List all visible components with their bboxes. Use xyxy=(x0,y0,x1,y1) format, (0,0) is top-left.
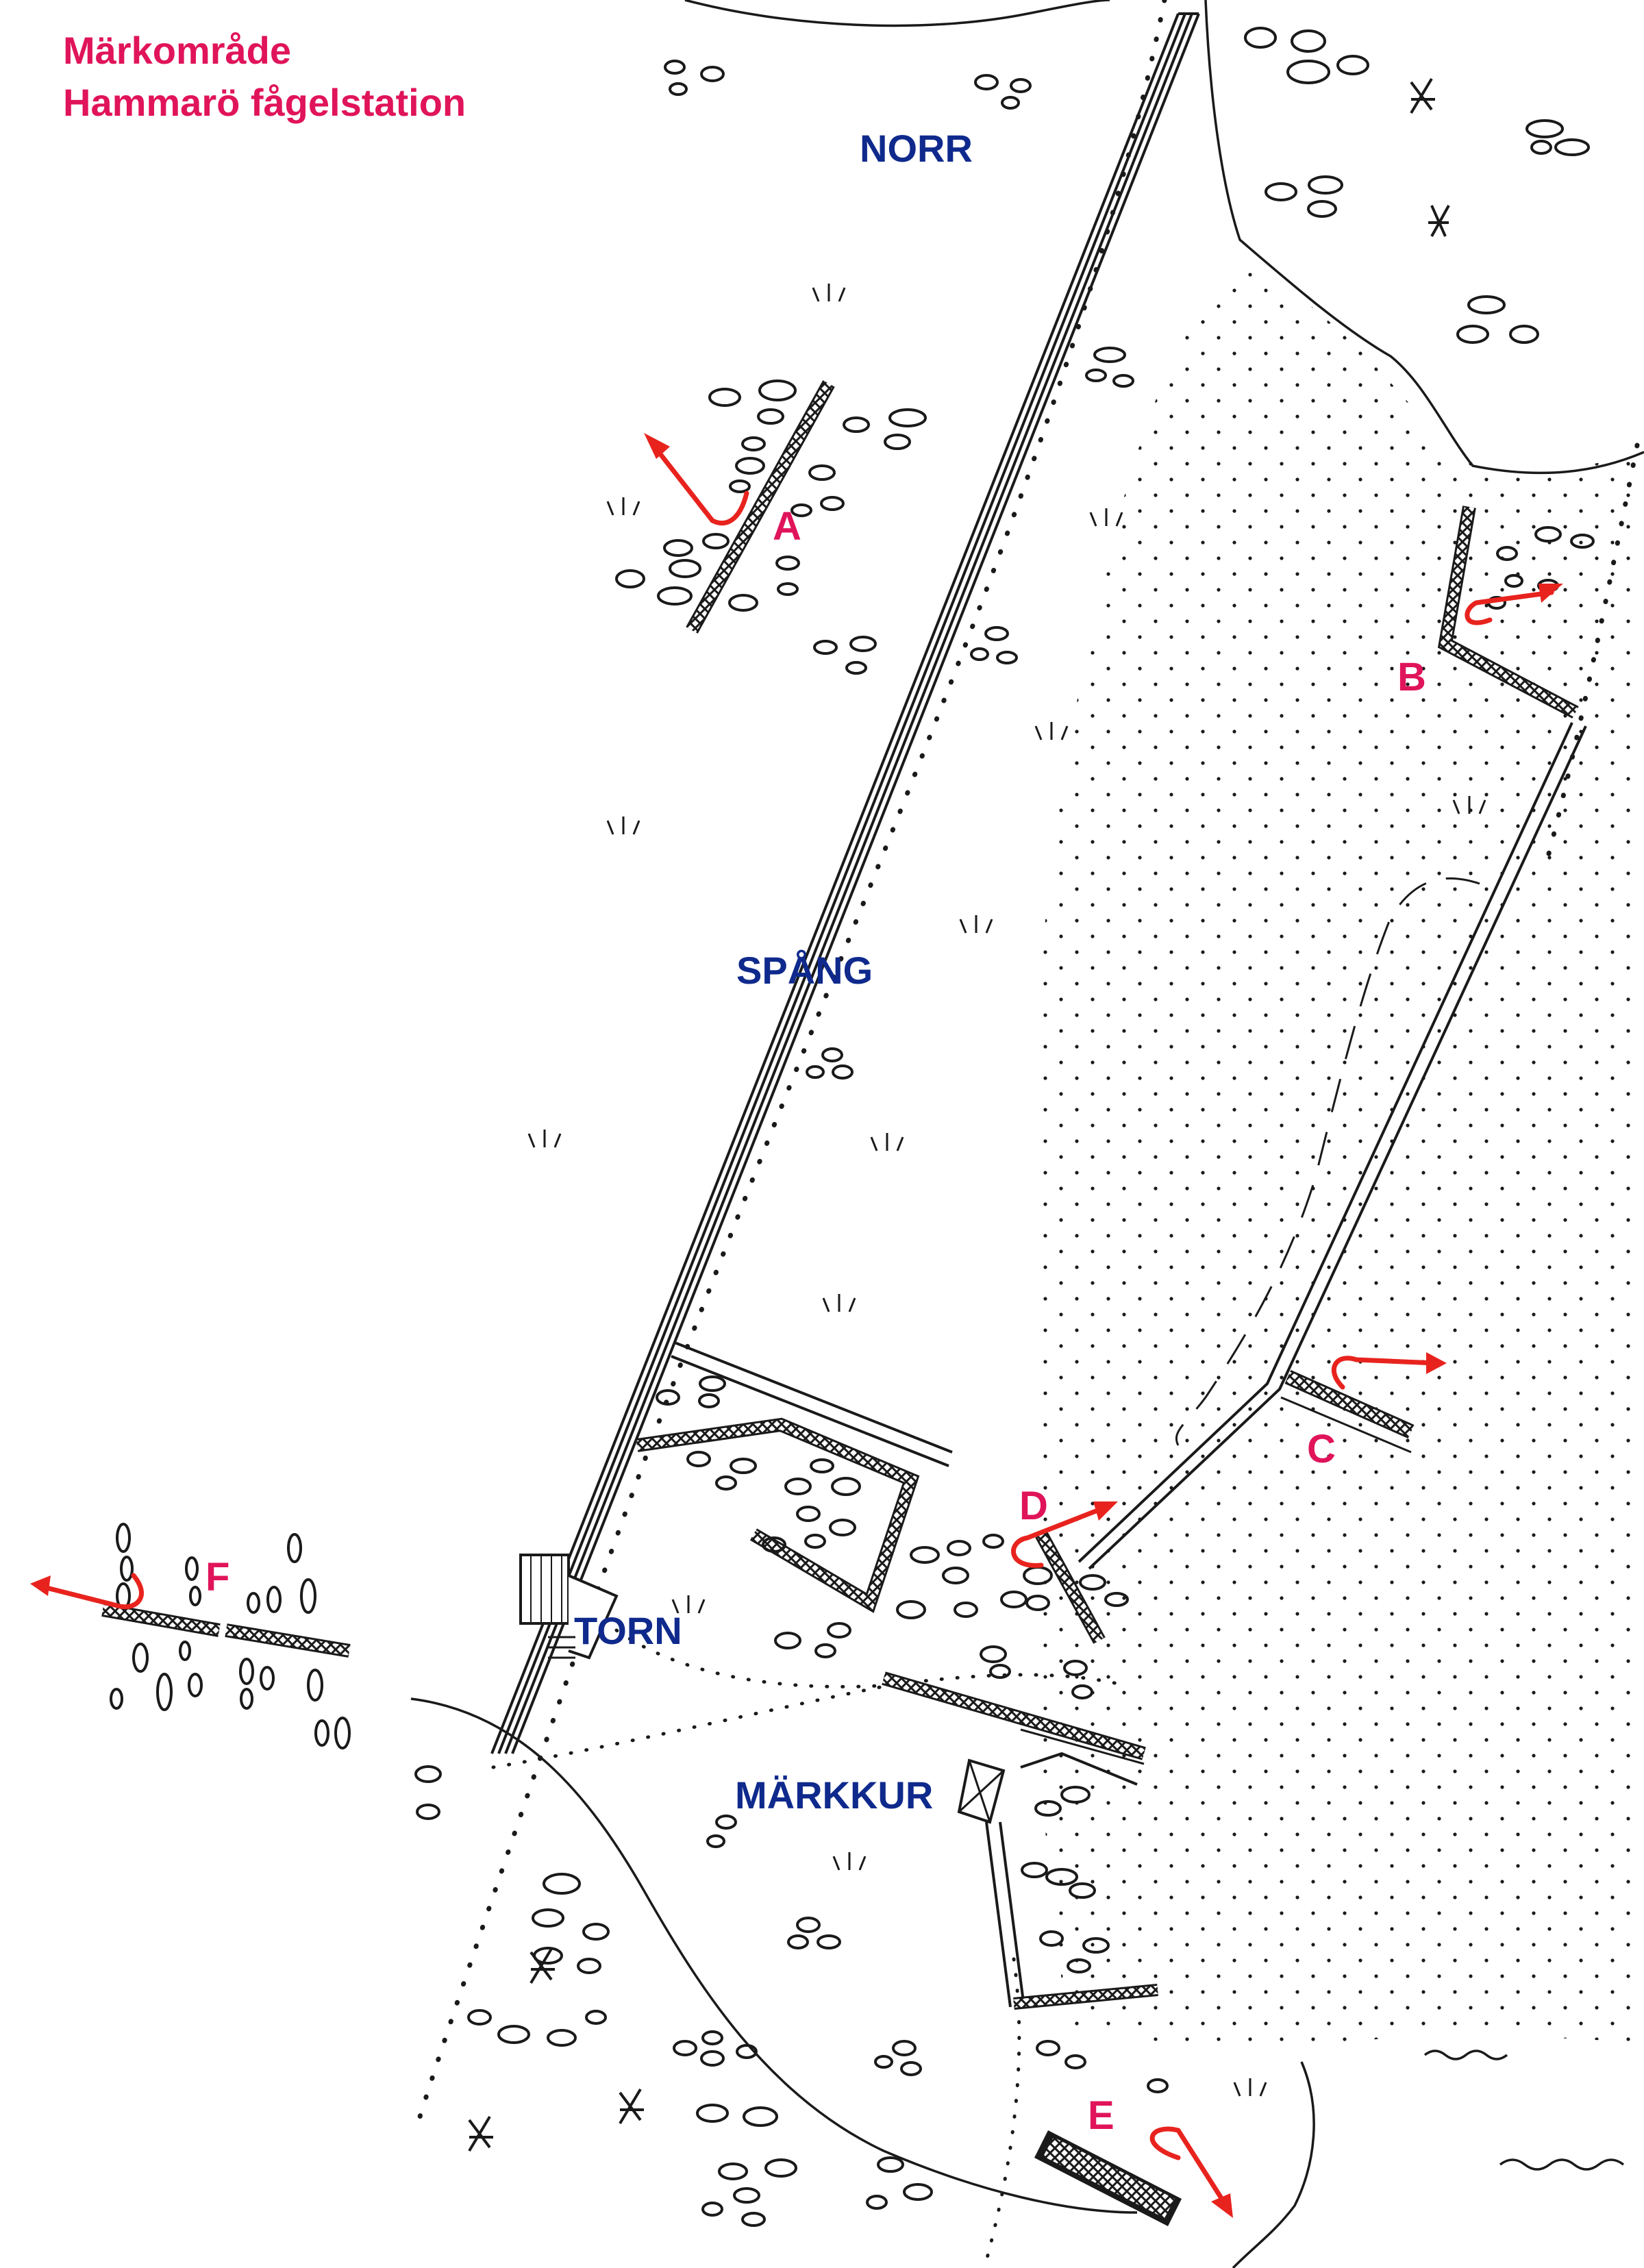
arrow-net-d xyxy=(1011,1501,1118,1568)
label-net-d: D xyxy=(1019,1484,1048,1528)
sandbar-edge xyxy=(1175,877,1480,1446)
label-net-b: B xyxy=(1397,655,1426,699)
label-net-f: F xyxy=(206,1555,229,1599)
net-fence-south xyxy=(1013,1984,1158,2010)
tower xyxy=(519,1554,619,1660)
arrow-net-f xyxy=(30,1573,144,1610)
arrow-net-e xyxy=(1149,2126,1233,2218)
boundary-dotted-west xyxy=(415,0,1167,2126)
water-ripple-2 xyxy=(1499,2158,1625,2171)
arrow-net-b xyxy=(1465,584,1563,625)
map-title-line-1: Märkområde xyxy=(63,29,292,72)
bush-marks xyxy=(468,77,1450,2152)
shoreline-northeast xyxy=(1204,0,1644,475)
shoreline-north xyxy=(684,0,1110,27)
net-e xyxy=(1034,2130,1182,2226)
net-a xyxy=(686,380,835,634)
net-f xyxy=(101,1603,351,1658)
net-b xyxy=(1437,506,1579,719)
label-markkur: MÄRKKUR xyxy=(735,1773,933,1817)
main-boardwalk xyxy=(490,12,1200,1754)
arrow-net-a xyxy=(644,433,749,526)
map-title-line-2: Hammarö fågelstation xyxy=(63,81,466,124)
arrow-net-c xyxy=(1332,1352,1447,1390)
net-fence-markkur xyxy=(882,1671,1146,1765)
water-ripple-1 xyxy=(1423,2049,1508,2060)
stone-clusters xyxy=(110,27,1595,2227)
label-norr: NORR xyxy=(860,127,973,170)
label-torn: TORN xyxy=(574,1609,682,1652)
label-spang: SPÅNG xyxy=(736,949,873,992)
label-net-e: E xyxy=(1088,2093,1114,2138)
shoreline-southwest xyxy=(410,1697,1138,2214)
ringing-hut xyxy=(957,1758,1006,1824)
net-d xyxy=(1035,1531,1106,1644)
east-boardwalk xyxy=(1078,722,1587,1570)
grass-tufts xyxy=(527,284,1486,2097)
shoreline-southeast xyxy=(1232,2061,1315,2268)
net-fence-central xyxy=(636,1417,920,1613)
label-net-c: C xyxy=(1307,1427,1336,1471)
sandy-area xyxy=(1034,260,1637,2045)
branch-boardwalk xyxy=(671,1341,953,1467)
net-c xyxy=(1280,1369,1415,1454)
label-net-a: A xyxy=(773,504,801,549)
markkur-boardwalk xyxy=(985,1752,1138,2008)
